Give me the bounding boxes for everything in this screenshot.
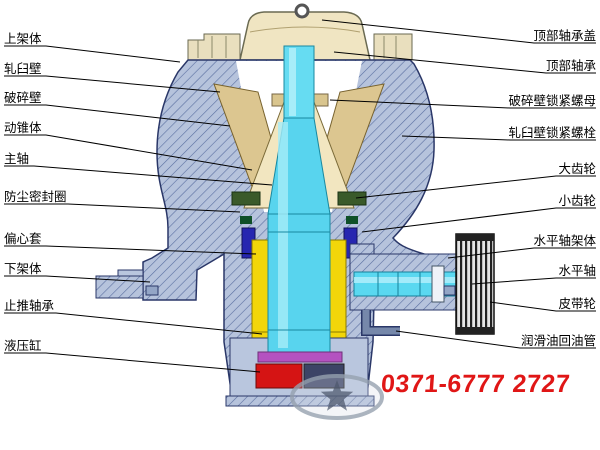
label-top-bearing-cover: 顶部轴承盖 xyxy=(533,29,596,43)
label-crushing-wall: 破碎壁 xyxy=(4,91,42,105)
label-eccentric-sleeve: 偏心套 xyxy=(4,232,42,246)
label-belt-pulley: 皮带轮 xyxy=(558,297,596,311)
label-moving-cone: 动锥体 xyxy=(4,121,42,135)
label-concave-lock-bolt: 轧臼壁锁紧螺栓 xyxy=(508,126,596,140)
label-dust-seal-ring: 防尘密封圈 xyxy=(4,190,67,204)
star-logo-watermark xyxy=(290,374,384,420)
label-concave: 轧臼壁 xyxy=(4,62,42,76)
label-main-shaft: 主轴 xyxy=(4,152,30,166)
phone-number: 0371-6777 2727 xyxy=(380,370,572,398)
label-lower-frame: 下架体 xyxy=(4,262,42,276)
label-small-gear: 小齿轮 xyxy=(558,194,596,208)
label-horizontal-shaft: 水平轴 xyxy=(558,264,596,278)
label-crushing-wall-lock-nut: 破碎壁锁紧螺母 xyxy=(508,94,596,108)
leader-lines xyxy=(4,19,596,373)
label-upper-frame: 上架体 xyxy=(4,32,42,46)
label-oil-return-pipe: 润滑油回油管 xyxy=(520,334,596,348)
label-top-bearing: 顶部轴承 xyxy=(545,59,596,73)
label-hydraulic-cylinder: 液压缸 xyxy=(4,339,42,353)
eccentric-sleeve-graphic xyxy=(251,239,347,340)
lifting-eye-ring xyxy=(294,3,310,19)
hydraulic-cylinder-graphic xyxy=(255,351,345,389)
label-large-gear: 大齿轮 xyxy=(558,162,596,176)
label-thrust-bearing: 止推轴承 xyxy=(4,299,55,313)
label-horizontal-shaft-frame: 水平轴架体 xyxy=(533,234,596,248)
support-lug-graphic xyxy=(95,269,456,299)
main-shaft-graphic xyxy=(267,45,331,355)
